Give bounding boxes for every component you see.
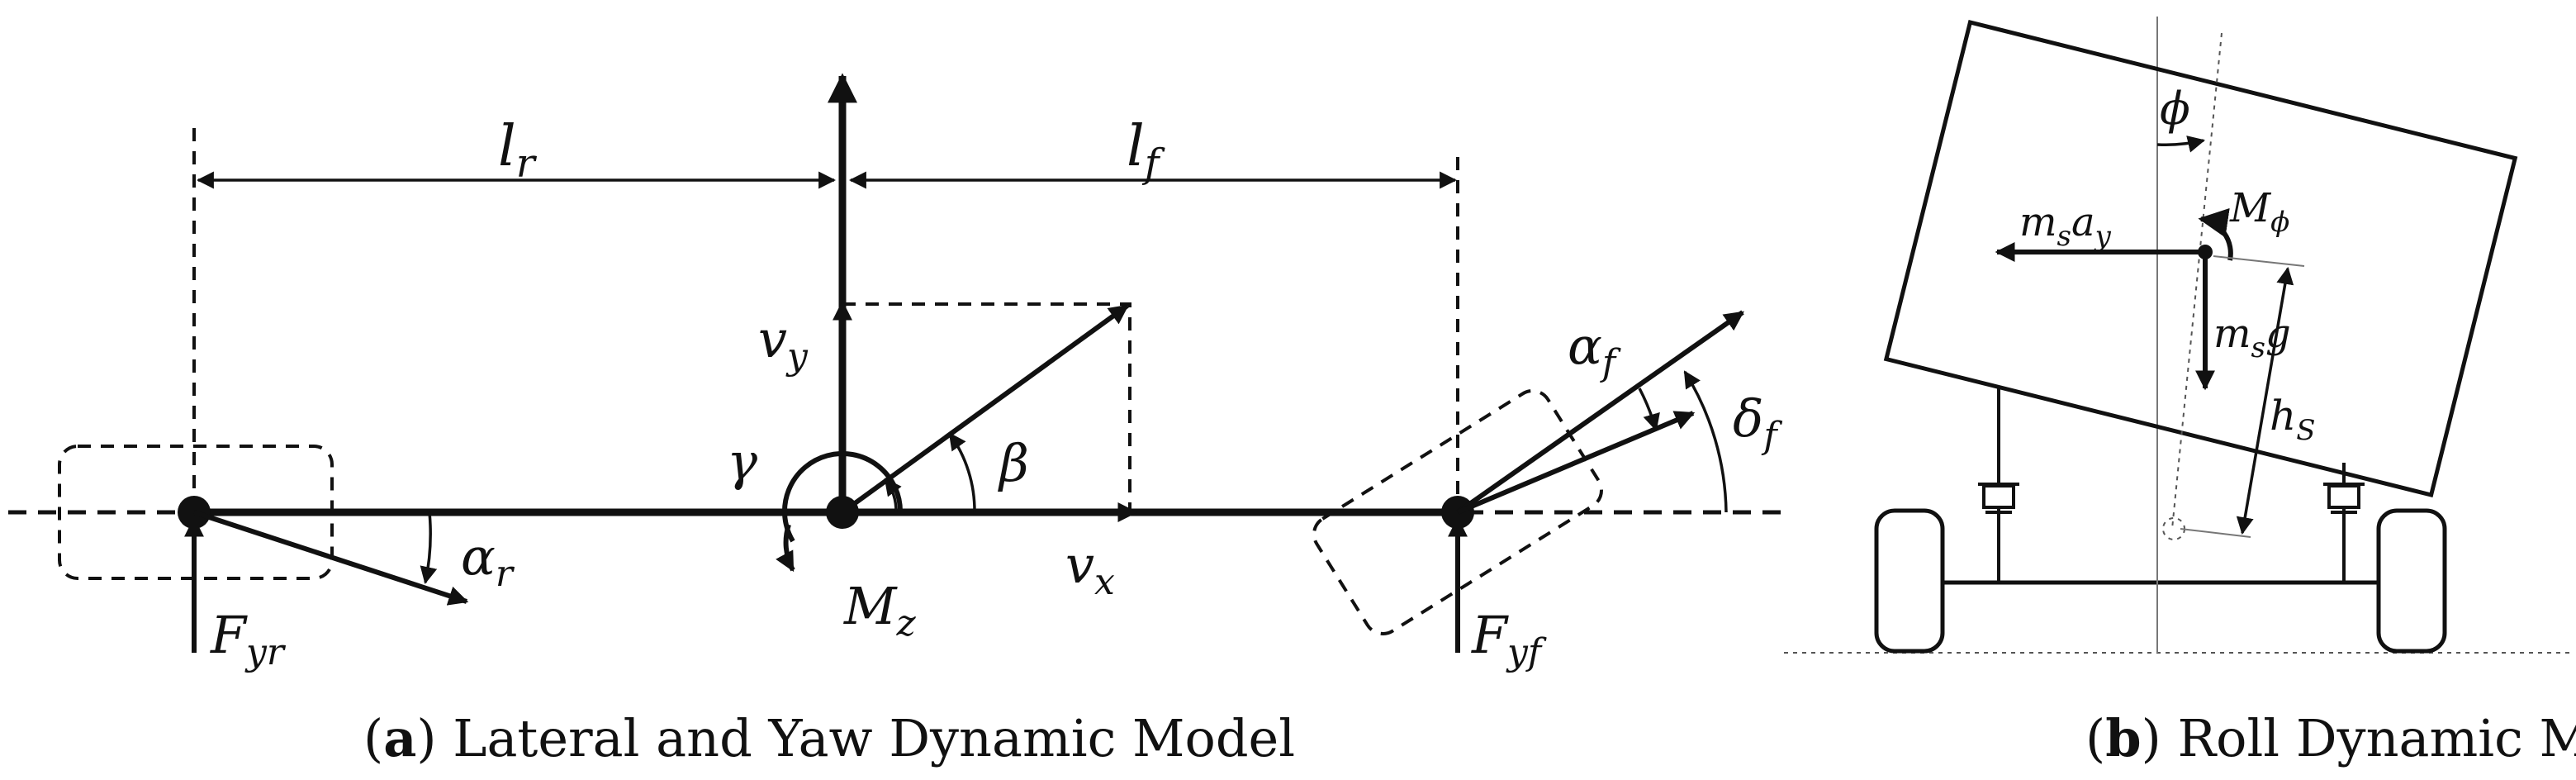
caption-panel-a: (a) Lateral and Yaw Dynamic Model [363,708,1295,768]
body-vertical-axis [2171,32,2223,530]
label-delta-f: δf [1733,388,1782,457]
panel-b-roll-model: ϕ Mϕ msay msg hS (b) Roll Dynamic Model [1784,17,2576,768]
label-phi: ϕ [2160,83,2190,135]
beta-angle-arc [948,432,976,513]
label-ms-g: msg [2213,311,2291,364]
front-wheel-outline [1312,389,1604,635]
label-vx: vx [1065,535,1115,603]
label-beta: β [998,433,1029,493]
phi-angle-arc [2156,136,2206,153]
label-vy: vy [758,309,809,378]
right-wheel [2376,508,2447,654]
label-mphi: Mϕ [2229,185,2289,239]
roll-moment-arc [2198,207,2233,261]
delta-f-arc [1683,370,1728,513]
cg-point [826,496,859,529]
alpha-r-arc [420,511,438,585]
label-mz: Mz [843,576,916,644]
alpha-f-arc [1638,388,1660,432]
label-fyf: Fyf [1471,605,1547,673]
label-lf: lf [1127,114,1165,187]
yaw-moment-arc [782,450,904,543]
label-fyr: Fyr [210,605,287,673]
label-ms-ay: msay [2019,199,2112,253]
right-suspension [2323,463,2365,583]
left-wheel [1874,508,1945,654]
inner-angle-arc [884,478,902,513]
label-alpha-r: αr [461,526,515,595]
label-gamma: γ [727,431,758,492]
left-suspension [1978,388,2019,583]
hs-dimension-line [2236,266,2294,535]
label-hs: hS [2270,392,2316,447]
hs-extension-bottom [2180,528,2251,538]
label-lr: lr [498,114,538,187]
rear-velocity-vector [193,510,469,606]
velocity-parallelogram [842,302,1131,512]
rear-wheel-outline [58,445,334,580]
yaw-rate-arc [776,524,795,573]
panel-a-lateral-yaw-model: lr lf vy vx γ β Mz αr Fyr αf δf Fyf (a) … [8,73,1792,768]
sprung-mass-body [1883,19,2518,498]
label-alpha-f: αf [1568,316,1621,384]
front-wheel-heading-vector [1456,310,1744,515]
hs-extension-top [2213,255,2305,267]
caption-panel-b: (b) Roll Dynamic Model [2085,708,2576,768]
